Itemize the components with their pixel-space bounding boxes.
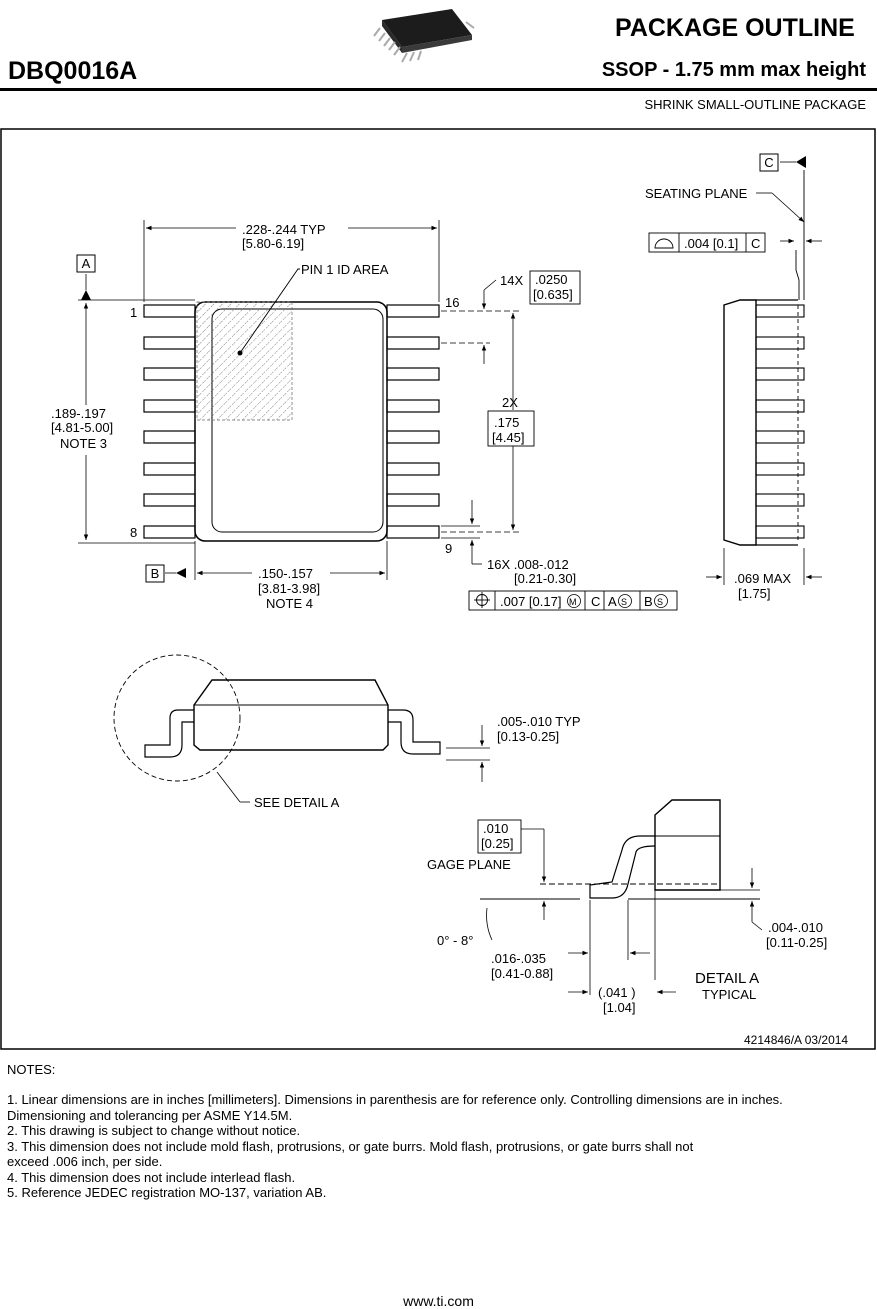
profile-surface-icon (654, 238, 674, 249)
standoff-in: .004-.010 (768, 920, 823, 935)
max-height-mm: [1.75] (738, 586, 771, 601)
package-3d-icon (373, 9, 475, 63)
gage-mm: [0.25] (481, 836, 514, 851)
rfs-symbol-b: S (657, 597, 663, 607)
document-reference: 4214846/A 03/2014 (744, 1033, 848, 1047)
detail-a (480, 799, 763, 995)
end-view (113, 654, 490, 803)
position-datum-c: C (591, 594, 600, 609)
left-leads (143, 304, 196, 539)
notes-heading: NOTES: (7, 1062, 56, 1077)
note-item: 3. This dimension does not include mold … (7, 1138, 694, 1170)
flatness-value: .004 [0.1] (684, 236, 738, 251)
pin1-area-label: PIN 1 ID AREA (301, 262, 389, 277)
flatness-frame (648, 232, 766, 253)
note-item: 5. Reference JEDEC registration MO-137, … (7, 1185, 327, 1200)
part-number: DBQ0016A (8, 57, 138, 85)
foot-length-in: .016-.035 (491, 951, 546, 966)
pin1-id-area (196, 301, 293, 421)
header-rule (0, 88, 877, 91)
detail-a-subtitle: TYPICAL (702, 987, 756, 1002)
detail-a-title: DETAIL A (695, 970, 759, 987)
datum-b-box (145, 564, 165, 583)
lead-span-mm: [4.45] (492, 430, 525, 445)
position-tolerance-frame (468, 590, 678, 611)
lead-width-mm: [0.21-0.30] (514, 571, 576, 586)
pin-8-label: 8 (130, 525, 137, 540)
pin-9-label: 9 (445, 541, 452, 556)
note-item: 2. This drawing is subject to change wit… (7, 1123, 301, 1138)
pitch-count: 14X (500, 273, 523, 288)
top-view (78, 220, 520, 580)
pitch-mm: [0.635] (533, 287, 573, 302)
drawing-border (0, 128, 876, 1050)
datum-b: B (151, 566, 160, 581)
footer-url-link[interactable]: www.ti.com (403, 1293, 474, 1309)
rfs-symbol-a: S (621, 597, 627, 607)
pin-1-label: 1 (130, 305, 137, 320)
position-datum-b: B (644, 594, 653, 609)
datum-a-box (76, 254, 96, 273)
lead-span-count: 2X (502, 395, 518, 410)
body-length-mm: [4.81-5.00] (51, 420, 113, 435)
position-datum-a: A (608, 594, 617, 609)
lead-thickness-in: .005-.010 TYP (497, 714, 581, 729)
see-detail-label: SEE DETAIL A (254, 795, 340, 810)
datum-a: A (82, 256, 91, 271)
gage-plane-label: GAGE PLANE (427, 857, 511, 872)
notes-list: 1. Linear dimensions are in inches [mill… (7, 1092, 873, 1201)
package-type: SHRINK SMALL-OUTLINE PACKAGE (644, 97, 866, 112)
foot-length-mm: [0.41-0.88] (491, 966, 553, 981)
page-title: PACKAGE OUTLINE (615, 14, 855, 42)
seating-plane-label: SEATING PLANE (645, 186, 748, 201)
pin-16-label: 16 (445, 295, 459, 310)
lead-angle: 0° - 8° (437, 933, 473, 948)
mmc-symbol: M (569, 597, 577, 607)
package-outline-drawing: A B .228-.244 TYP [5.80-6.19] PIN 1 ID A… (0, 9, 876, 1050)
max-height-in: .069 MAX (734, 571, 791, 586)
right-leads (386, 304, 440, 539)
overall-width-mm: [5.80-6.19] (242, 236, 304, 251)
footprint-in: (.041 ) (598, 985, 636, 1000)
body-width-note: NOTE 4 (266, 596, 313, 611)
datum-c: C (764, 155, 773, 170)
flatness-datum: C (751, 236, 760, 251)
lead-span-in: .175 (494, 415, 519, 430)
lead-width-in: 16X .008-.012 (487, 557, 569, 572)
standoff-mm: [0.11-0.25] (766, 935, 827, 950)
lead-thickness-mm: [0.13-0.25] (497, 729, 559, 744)
footprint-mm: [1.04] (603, 1000, 636, 1015)
overall-width-in: .228-.244 TYP (242, 222, 326, 237)
pitch-in: .0250 (535, 272, 568, 287)
position-tol-value: .007 [0.17] (500, 594, 561, 609)
body-width-mm: [3.81-3.98] (258, 581, 320, 596)
body-length-note: NOTE 3 (60, 436, 107, 451)
note-item: 1. Linear dimensions are in inches [mill… (7, 1092, 783, 1123)
body-length-in: .189-.197 (51, 406, 106, 421)
body-width-in: .150-.157 (258, 566, 313, 581)
gage-in: .010 (483, 821, 508, 836)
package-name: SSOP - 1.75 mm max height (601, 59, 866, 81)
side-view (706, 170, 822, 585)
note-item: 4. This dimension does not include inter… (7, 1169, 296, 1185)
